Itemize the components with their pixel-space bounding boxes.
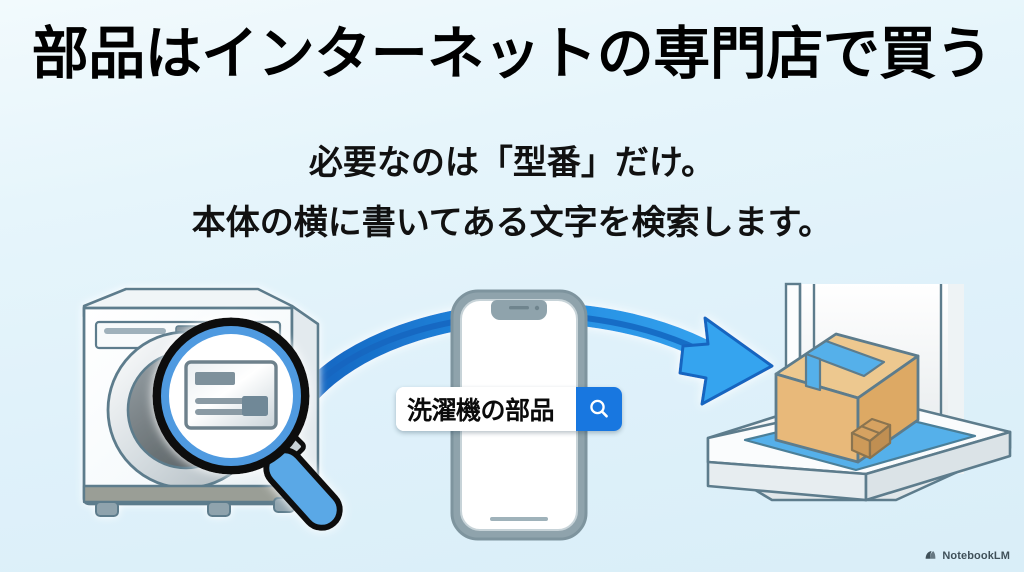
notebooklm-logo-icon	[926, 551, 936, 559]
search-bar[interactable]: 洗濯機の部品	[396, 387, 622, 431]
cardboard-box	[774, 332, 920, 464]
box-icon	[850, 417, 892, 460]
subtitle-line-1: 必要なのは「型番」だけ。	[308, 144, 716, 182]
search-input[interactable]: 洗濯機の部品	[396, 387, 576, 431]
search-button[interactable]	[576, 387, 622, 431]
magnifying-glass	[152, 317, 343, 531]
phone-camera-icon	[534, 305, 540, 311]
model-number-sticker	[184, 360, 278, 430]
watermark-label: NotebookLM	[942, 549, 1010, 562]
watermark: NotebookLM	[924, 549, 1010, 562]
phone-notch	[491, 300, 547, 320]
subtitle-line-2: 本体の横に書いてある文字を検索します。	[191, 204, 833, 242]
search-icon	[590, 399, 608, 418]
page-title: 部品はインターネットの専門店で買う	[31, 22, 993, 86]
phone-home-indicator	[490, 517, 548, 521]
phone-speaker	[509, 306, 529, 310]
package-delivery-scene	[706, 282, 1012, 502]
